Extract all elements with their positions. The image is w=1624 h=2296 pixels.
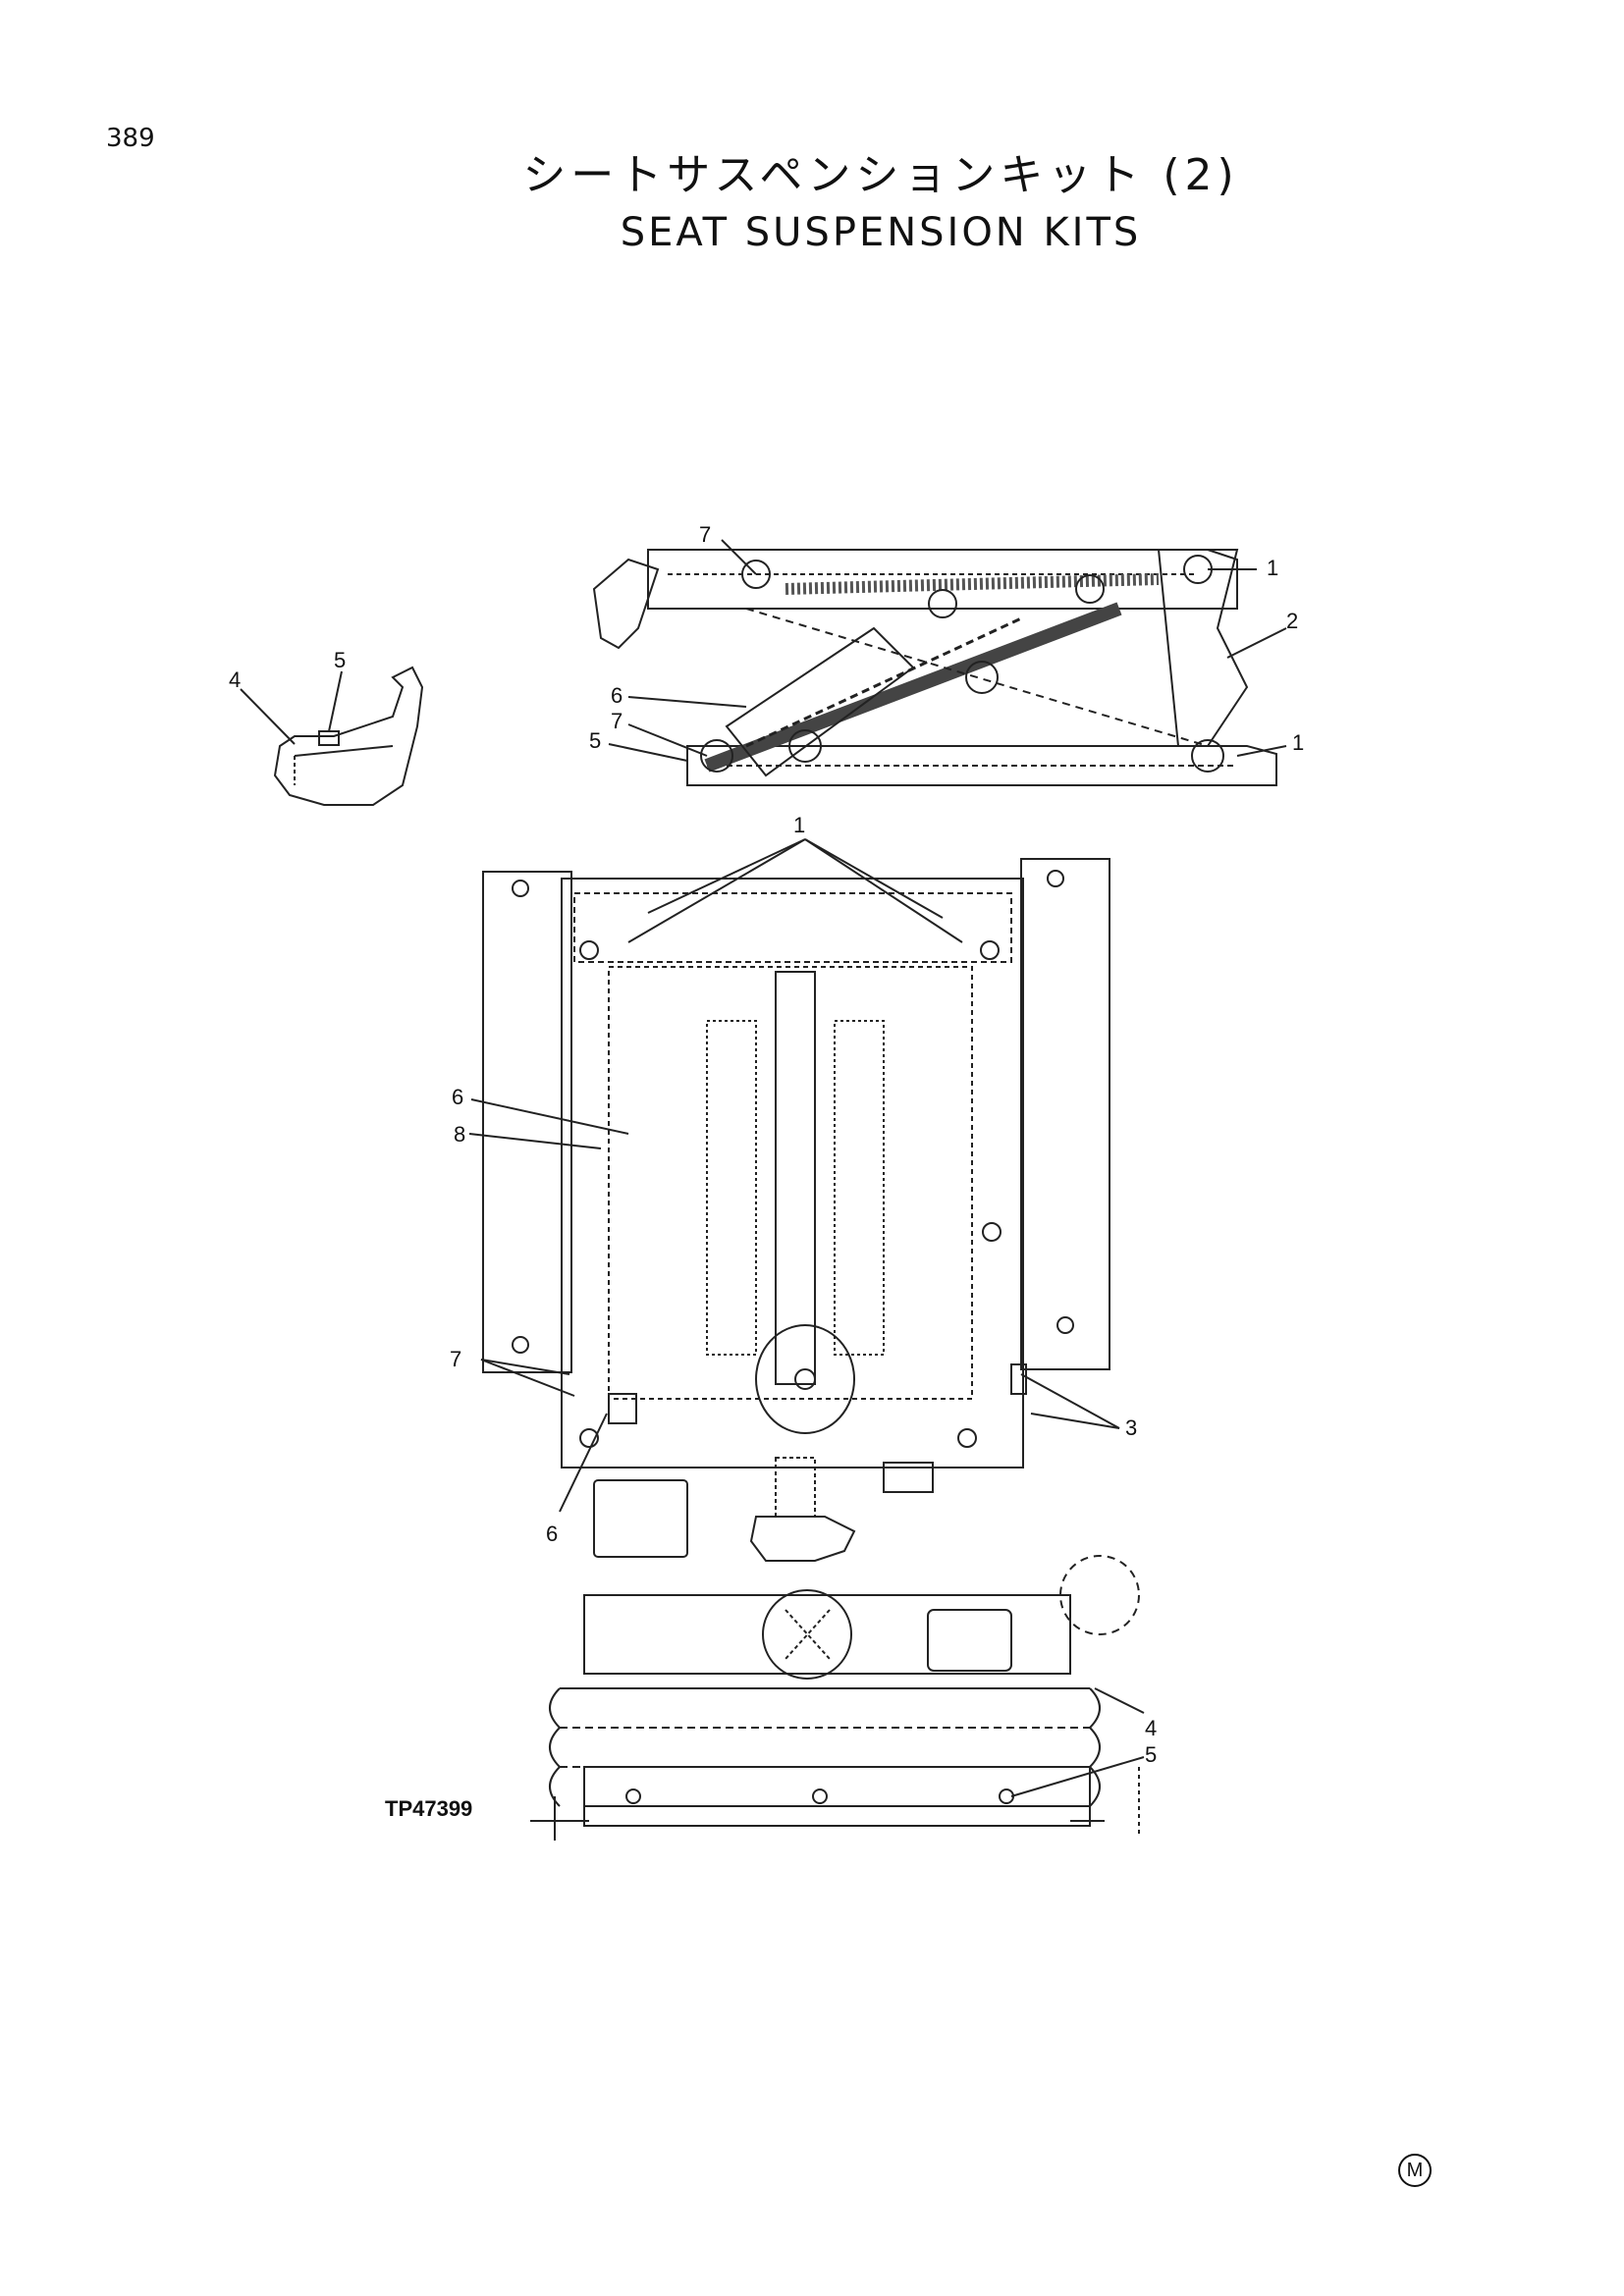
title-japanese: シートサスペンションキット (2) [522,150,1239,200]
small-detail-view: 4 5 [229,648,424,806]
side-view: 7 1 2 6 7 5 1 [589,522,1304,786]
callout-8: 8 [454,1122,465,1147]
drawing-reference-code: TP47399 [385,1796,473,1821]
callout-4b: 4 [1145,1716,1157,1740]
callout-7b: 7 [611,709,623,733]
callout-1a: 1 [1267,556,1278,580]
callout-1c: 1 [793,813,805,837]
callout-5a: 5 [589,728,601,753]
callout-4a: 4 [229,667,241,692]
callout-5c: 5 [1145,1742,1157,1767]
callout-7c: 7 [450,1347,461,1371]
callout-6b: 6 [452,1085,463,1109]
callout-6c: 6 [546,1522,558,1546]
callout-7a: 7 [699,522,711,547]
top-view: 1 6 8 7 6 3 [450,813,1137,1562]
page-number: 389 [106,124,155,153]
callout-2: 2 [1286,609,1298,633]
corner-mark: M [1398,2154,1432,2187]
callout-1b: 1 [1292,730,1304,755]
callout-3: 3 [1125,1415,1137,1440]
front-view: 4 5 [530,1555,1157,1841]
callout-6a: 6 [611,683,623,708]
title-block: シートサスペンションキット (2) SEAT SUSPENSION KITS [0,139,1624,255]
callout-5b: 5 [334,648,346,672]
title-english: SEAT SUSPENSION KITS [620,210,1142,255]
